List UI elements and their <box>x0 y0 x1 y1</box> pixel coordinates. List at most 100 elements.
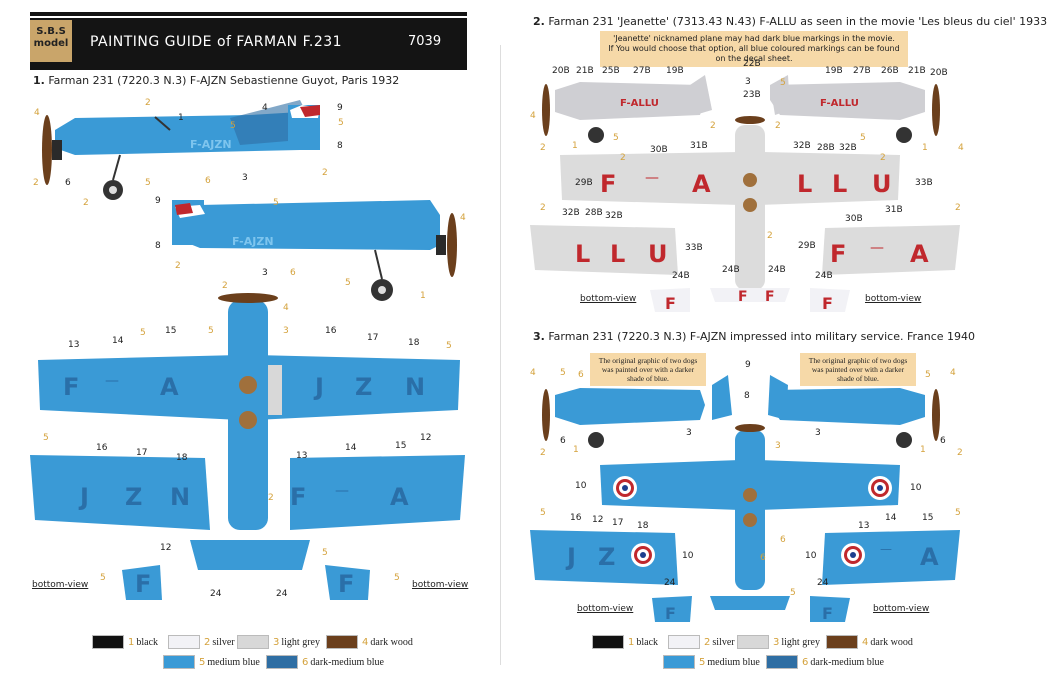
svg-text:22B: 22B <box>743 59 761 69</box>
svg-text:24: 24 <box>664 578 676 588</box>
swatch-silver <box>168 635 200 649</box>
svg-text:2: 2 <box>268 493 274 503</box>
dogs-note-left: The original graphic of two dogs was pai… <box>590 353 706 386</box>
s3-bottom-view-left: bottom-view <box>577 604 634 614</box>
s1-reg-top-3: J <box>313 373 324 401</box>
s2-reg-top-4: L <box>832 170 847 198</box>
page-title: PAINTING GUIDE of FARMAN F.231 <box>90 34 343 50</box>
svg-text:5: 5 <box>230 121 236 131</box>
svg-text:3: 3 <box>283 326 289 336</box>
svg-text:6: 6 <box>290 268 296 278</box>
s2-reg-top-1: F <box>600 170 616 198</box>
svg-text:23B: 23B <box>743 90 761 100</box>
svg-text:18: 18 <box>176 453 188 463</box>
s1-top-view: F — A J Z N <box>38 293 460 570</box>
svg-text:9: 9 <box>337 103 343 113</box>
svg-text:6: 6 <box>560 436 566 446</box>
svg-text:5: 5 <box>613 133 619 143</box>
svg-text:4: 4 <box>530 368 536 378</box>
svg-text:24: 24 <box>817 578 829 588</box>
svg-text:15: 15 <box>922 513 933 523</box>
svg-text:15: 15 <box>165 326 176 336</box>
s3-top-view <box>600 424 900 590</box>
svg-text:20B: 20B <box>930 68 948 78</box>
svg-text:8: 8 <box>155 241 161 251</box>
svg-text:4: 4 <box>283 303 289 313</box>
svg-text:8: 8 <box>744 391 750 401</box>
svg-text:19B: 19B <box>666 66 684 76</box>
svg-text:24B: 24B <box>672 271 690 281</box>
s1-reg-tail-left: F <box>135 570 151 598</box>
svg-text:10: 10 <box>910 483 922 493</box>
svg-text:30B: 30B <box>650 145 668 155</box>
s1-bottom-view-right: bottom-view <box>412 580 469 590</box>
svg-text:14: 14 <box>885 513 897 523</box>
s2-reg-tail-4: F <box>822 294 833 313</box>
svg-text:5: 5 <box>955 508 961 518</box>
svg-text:5: 5 <box>100 573 106 583</box>
svg-text:6: 6 <box>578 370 584 380</box>
svg-text:16: 16 <box>570 513 582 523</box>
s2-reg-top-5: U <box>872 170 892 198</box>
svg-text:13: 13 <box>858 521 869 531</box>
svg-text:1: 1 <box>420 291 426 301</box>
svg-text:8: 8 <box>337 141 343 151</box>
header-stripe <box>30 12 467 16</box>
swatch-medium-blue <box>163 655 195 669</box>
svg-text:13: 13 <box>296 451 307 461</box>
svg-text:24B: 24B <box>815 271 833 281</box>
s2-reg-bottom-5: A <box>910 240 929 268</box>
s1-reg-bottom-2: Z <box>125 483 142 511</box>
svg-text:1: 1 <box>572 141 578 151</box>
svg-text:17: 17 <box>367 333 378 343</box>
s1-reg-top-4: Z <box>355 373 372 401</box>
svg-text:5: 5 <box>208 326 214 336</box>
svg-text:16: 16 <box>325 326 337 336</box>
svg-text:32B: 32B <box>793 141 811 151</box>
s3-reg-bottom-dash: — <box>880 542 892 556</box>
s2-reg-side-right: F-ALLU <box>820 98 859 109</box>
svg-text:24B: 24B <box>768 265 786 275</box>
svg-text:5: 5 <box>925 370 931 380</box>
svg-text:4: 4 <box>262 103 268 113</box>
svg-text:5: 5 <box>322 548 328 558</box>
svg-text:13: 13 <box>68 340 79 350</box>
svg-text:18: 18 <box>637 521 649 531</box>
s3-reg-bottom-3: A <box>920 543 939 571</box>
jeanette-note: 'Jeanette' nicknamed plane may had dark … <box>600 31 908 67</box>
s2-side-views: F-ALLU F-ALLU <box>542 75 940 143</box>
svg-text:30B: 30B <box>845 214 863 224</box>
svg-text:15: 15 <box>395 441 406 451</box>
svg-text:17: 17 <box>612 518 623 528</box>
svg-text:21B: 21B <box>576 66 594 76</box>
svg-text:3: 3 <box>775 441 781 451</box>
svg-text:12: 12 <box>420 433 431 443</box>
s3-reg-tail-left: F <box>665 604 676 623</box>
s2-reg-top-3: L <box>797 170 812 198</box>
s2-reg-bottom-dash: — <box>870 240 884 256</box>
s1-bottom-view-left: bottom-view <box>32 580 89 590</box>
svg-text:33B: 33B <box>685 243 703 253</box>
svg-text:3: 3 <box>242 173 248 183</box>
svg-text:16: 16 <box>96 443 108 453</box>
svg-text:5: 5 <box>145 178 151 188</box>
svg-text:6: 6 <box>760 553 766 563</box>
header-bar <box>30 12 467 70</box>
svg-text:33B: 33B <box>915 178 933 188</box>
svg-text:1: 1 <box>573 445 579 455</box>
s2-reg-tail-2: F <box>738 289 748 305</box>
s3-reg-bottom-1: J <box>565 543 576 571</box>
s1-side-view-1: F-AJZN <box>42 100 320 200</box>
s2-reg-top-dash: — <box>645 170 659 186</box>
svg-text:32B: 32B <box>605 211 623 221</box>
svg-text:1: 1 <box>178 113 184 123</box>
svg-text:2: 2 <box>540 203 546 213</box>
s1-reg-side-2: F-AJZN <box>232 235 274 248</box>
svg-text:2: 2 <box>880 153 886 163</box>
